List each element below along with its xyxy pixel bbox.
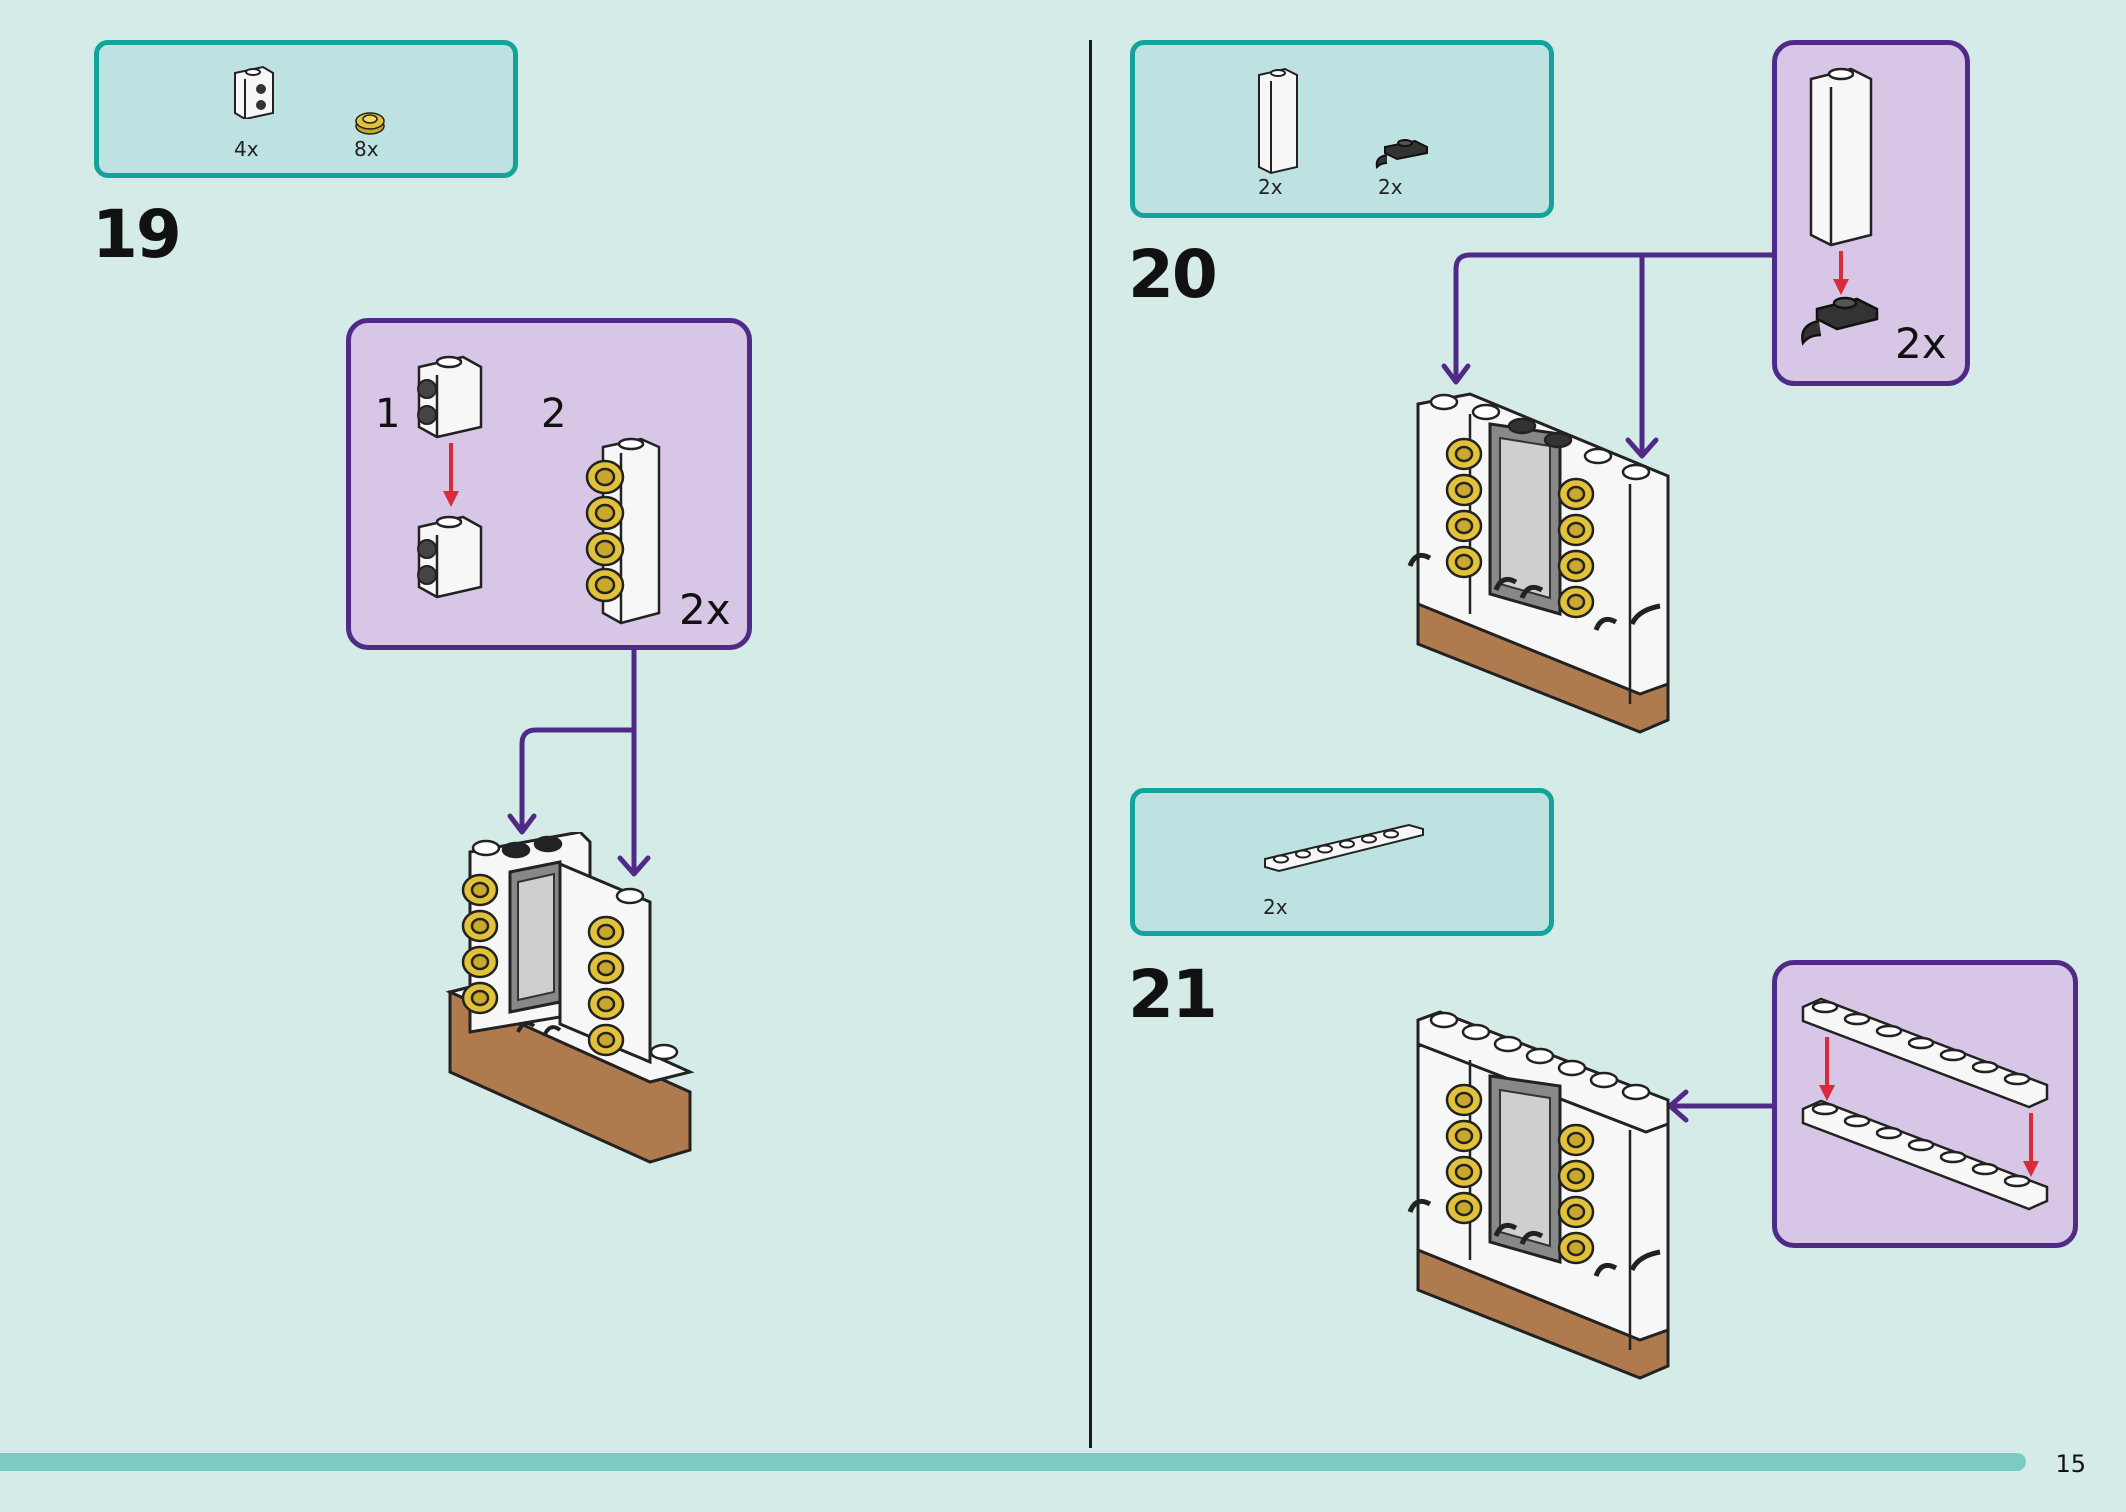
gold-round-plate-icon <box>355 112 385 135</box>
callout-step-20: 2x <box>1772 40 1970 386</box>
step-number: 19 <box>92 196 182 273</box>
page-divider <box>1089 40 1092 1448</box>
stacked-plates-illustration <box>1801 997 2049 1211</box>
callout-arrows-step-19 <box>507 650 651 877</box>
callout-step-19: 1 2 2x <box>346 318 752 650</box>
side-stud-brick-assembly-illustration <box>417 355 483 599</box>
step-number: 21 <box>1128 956 1218 1033</box>
substep-number: 2 <box>541 391 567 437</box>
callout-arrows-step-20 <box>1441 252 1777 459</box>
substep-number: 1 <box>375 391 401 437</box>
step-number: 20 <box>1128 236 1218 313</box>
window-frame-assembly-illustration <box>445 832 695 1164</box>
part-qty: 4x <box>234 137 259 161</box>
clip-plate-icon <box>1375 139 1428 169</box>
part-qty: 2x <box>1263 895 1288 919</box>
window-frame-with-clips-illustration <box>1407 392 1670 734</box>
callout-step-21 <box>1772 960 2078 1248</box>
white-plate-1x6-icon <box>1264 823 1424 873</box>
brick-onto-clip-illustration <box>1801 67 1879 346</box>
part-qty: 2x <box>1378 175 1403 199</box>
callout-multiplier: 2x <box>679 585 731 634</box>
part-qty: 8x <box>354 137 379 161</box>
part-qty: 2x <box>1258 175 1283 199</box>
window-frame-with-top-plates-illustration <box>1407 1010 1670 1380</box>
page-number: 15 <box>2055 1450 2086 1478</box>
callout-arrow-step-21 <box>1667 1089 1776 1123</box>
side-stud-brick-icon <box>234 65 274 119</box>
parts-box-step-20: 2x 2x <box>1130 40 1554 218</box>
tall-white-brick-icon <box>1258 67 1298 175</box>
parts-box-step-21: 2x <box>1130 788 1554 936</box>
callout-multiplier: 2x <box>1895 319 1947 368</box>
parts-box-step-19: 4x 8x <box>94 40 518 178</box>
footer-bar <box>0 1453 2026 1471</box>
gold-studded-column-illustration <box>585 437 661 625</box>
